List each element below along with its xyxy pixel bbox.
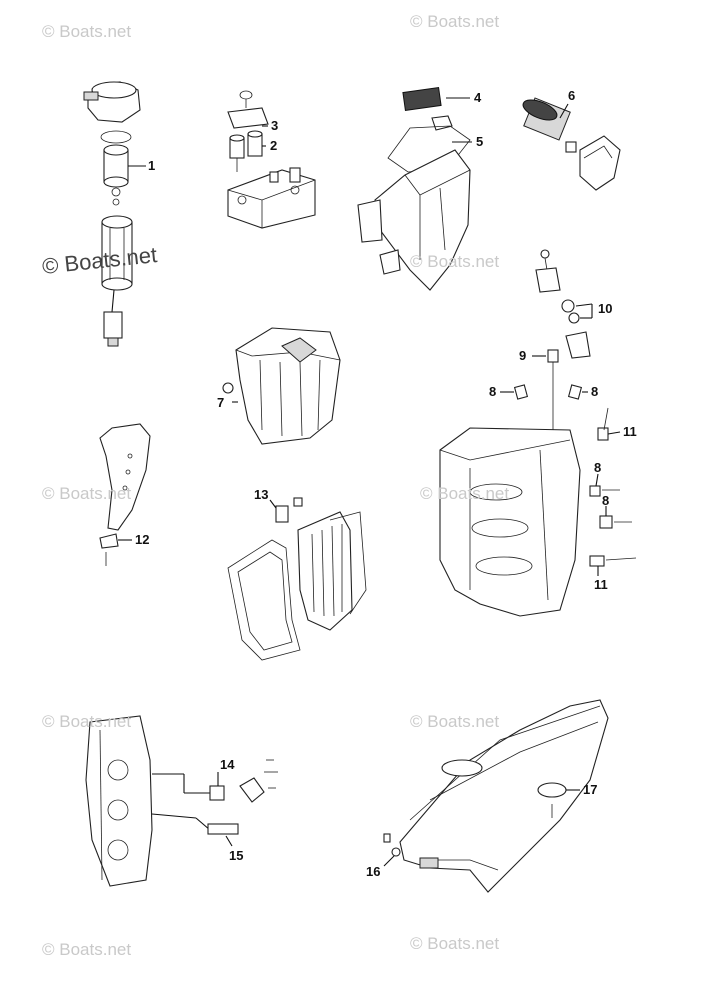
callout-11: 11 — [594, 577, 608, 592]
callout-17: 17 — [583, 782, 598, 797]
fuel-pump-assembly — [227, 90, 316, 229]
watermark: © Boats.net — [42, 940, 132, 959]
callout-4: 4 — [474, 90, 482, 105]
callout-8: 8 — [594, 460, 602, 475]
fuel-filter-assembly — [83, 81, 141, 347]
callout-15: 15 — [229, 848, 244, 863]
callout-16: 16 — [366, 864, 381, 879]
callout-8: 8 — [591, 384, 599, 399]
watermark: © Boats.net — [410, 12, 500, 31]
lower-unit-gearcase — [383, 699, 609, 893]
leader-lines — [118, 97, 621, 867]
callout-1: 1 — [148, 158, 156, 173]
callout-8: 8 — [602, 493, 610, 508]
exhaust-gasket-assembly — [227, 497, 367, 661]
watermark: © Boats.net — [42, 484, 132, 503]
callout-10: 10 — [598, 301, 613, 316]
callout-8: 8 — [489, 384, 497, 399]
callout-13: 13 — [254, 487, 269, 502]
callout-12: 12 — [135, 532, 150, 547]
watermark: © Boats.net — [410, 934, 500, 953]
watermark: © Boats.net — [420, 484, 510, 503]
callout-5: 5 — [476, 134, 484, 149]
callout-7: 7 — [217, 395, 225, 410]
oil-pan-housing — [222, 327, 341, 445]
cylinder-head — [85, 715, 278, 887]
callout-6: 6 — [568, 88, 576, 103]
mounting-bracket — [99, 423, 151, 566]
callout-14: 14 — [220, 757, 235, 772]
watermark: © Boats.net — [42, 712, 132, 731]
callout-2: 2 — [270, 138, 278, 153]
callout-3: 3 — [271, 118, 279, 133]
intake-cover-assembly — [357, 87, 471, 291]
watermark: © Boats.net — [410, 712, 500, 731]
watermark: © Boats.net — [42, 22, 132, 41]
oil-filter-assembly — [522, 97, 621, 191]
watermark: © Boats.net — [410, 252, 500, 271]
cylinder-block — [439, 249, 637, 617]
callout-11: 11 — [623, 424, 637, 439]
callout-9: 9 — [519, 348, 527, 363]
